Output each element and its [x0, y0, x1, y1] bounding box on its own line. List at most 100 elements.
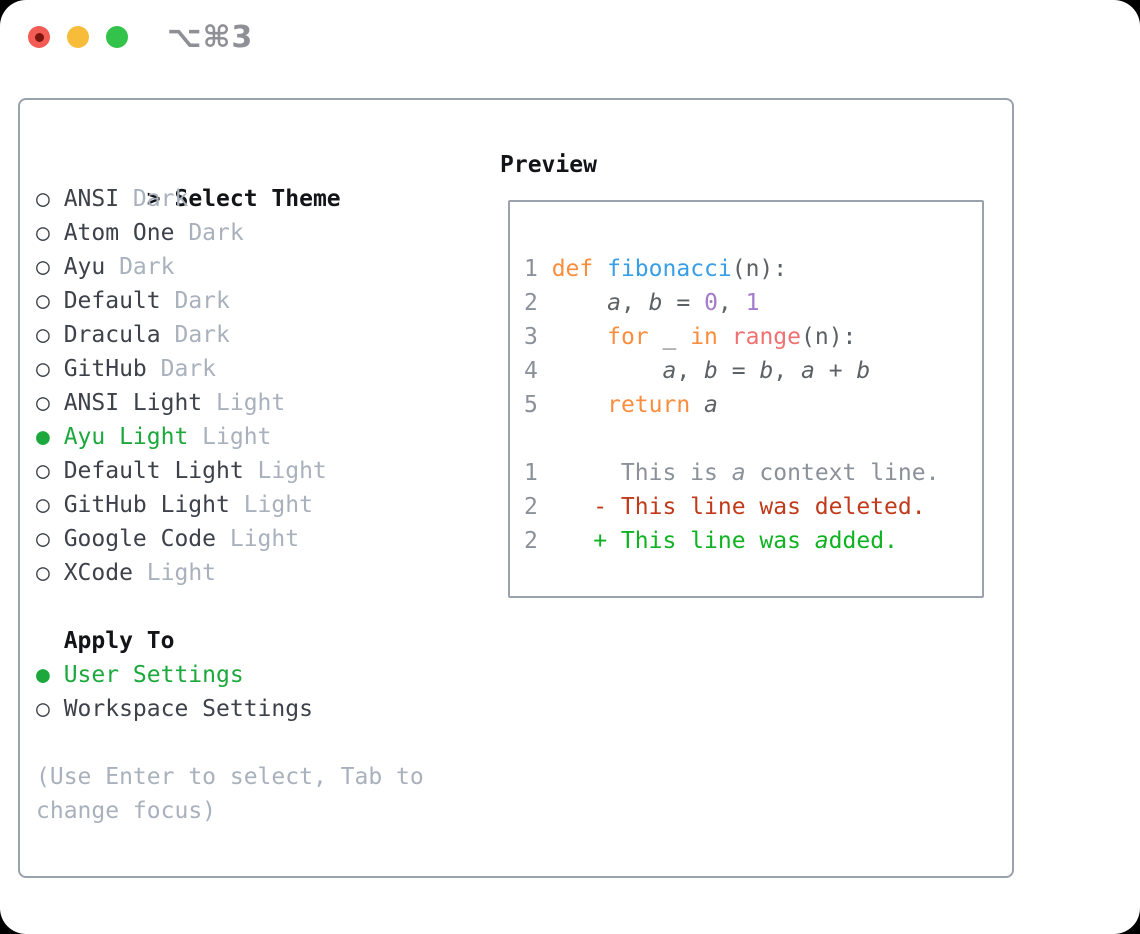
code-token	[690, 392, 704, 418]
theme-variant: Light	[243, 492, 313, 518]
radio-unselected-icon: ○	[36, 390, 50, 416]
theme-name: Google Code	[63, 526, 217, 552]
theme-variant: Dark	[132, 186, 189, 212]
line-number: 3	[524, 324, 538, 350]
code-token: a	[607, 290, 621, 316]
theme-name: ANSI	[63, 186, 120, 212]
code-token: in	[690, 324, 718, 350]
code-token: b	[856, 358, 871, 384]
code-token: - This line was deleted.	[593, 494, 926, 520]
code-token: a	[662, 358, 677, 384]
line-number: 2	[524, 290, 538, 316]
theme-variant: Light	[216, 390, 286, 416]
cursor-prefix: >	[146, 186, 161, 212]
theme-name: ANSI Light	[63, 390, 203, 416]
select-theme-heading-label: Select Theme	[174, 186, 341, 212]
theme-name: Ayu	[63, 254, 106, 280]
theme-name: Ayu Light	[63, 424, 189, 450]
theme-variant: Light	[229, 526, 300, 552]
radio-unselected-icon: ○	[36, 492, 50, 518]
code-token: +	[814, 358, 857, 384]
radio-unselected-icon: ○	[36, 288, 50, 314]
apply-option-user-settings[interactable]: ●User Settings	[36, 658, 496, 692]
code-token	[593, 256, 607, 282]
theme-name: Atom One	[63, 220, 175, 246]
line-number: 4	[524, 358, 538, 384]
theme-variant: Light	[146, 560, 217, 586]
radio-unselected-icon: ○	[36, 696, 50, 722]
code-token	[538, 494, 593, 520]
theme-variant: Dark	[160, 356, 217, 382]
gap	[36, 726, 496, 760]
theme-variant: Dark	[119, 254, 175, 280]
code-block-line: 4 a, b = b, a + b	[524, 354, 982, 388]
traffic-light-zoom-button[interactable]	[106, 26, 128, 48]
code-token: a	[801, 358, 815, 384]
select-theme-heading: > Select Theme	[36, 148, 496, 212]
window-title-shortcut: ⌥⌘3	[167, 20, 254, 55]
code-token: a	[731, 460, 746, 486]
gap	[36, 590, 496, 624]
code-block-line: 1 def fibonacci(n):	[524, 252, 982, 286]
radio-unselected-icon: ○	[36, 560, 50, 586]
theme-option-ansi-light[interactable]: ○ ANSI Light Light	[36, 386, 496, 420]
titlebar: ⌥⌘3	[0, 0, 1140, 98]
line-number: 1	[524, 460, 538, 486]
radio-selected-icon: ●	[36, 424, 50, 450]
code-token: b	[648, 290, 663, 316]
theme-option-ayu[interactable]: ○ Ayu Dark	[36, 250, 496, 284]
theme-name: Default Light	[63, 458, 244, 484]
radio-unselected-icon: ○	[36, 322, 50, 348]
code-token: =	[717, 358, 760, 384]
apply-option-workspace-settings[interactable]: ○ Workspace Settings	[36, 692, 496, 726]
theme-variant: Light	[257, 458, 327, 484]
code-token: _	[648, 324, 691, 350]
code-token	[538, 290, 607, 316]
radio-unselected-icon: ○	[36, 526, 50, 552]
radio-unselected-icon: ○	[36, 254, 50, 280]
radio-unselected-icon: ○	[36, 356, 50, 382]
code-token: return	[607, 392, 691, 418]
code-token	[538, 528, 593, 554]
code-token: for	[607, 324, 649, 350]
diff-block-line: 2 - This line was deleted.	[524, 490, 982, 524]
line-number: 5	[524, 392, 538, 418]
code-token: (n):	[801, 324, 857, 350]
code-block-line: 5 return a	[524, 388, 982, 422]
theme-name: Dracula	[63, 322, 161, 348]
code-block-line: 3 for _ in range(n):	[524, 320, 982, 354]
diff-block-line: 2 + This line was added.	[524, 524, 982, 558]
theme-variant: Dark	[174, 322, 230, 348]
apply-to-list: ●User Settings ○ Workspace Settings	[36, 658, 496, 726]
theme-variant: Dark	[174, 288, 230, 314]
code-token: ,	[676, 358, 705, 384]
traffic-light-minimize-button[interactable]	[67, 26, 89, 48]
code-token: range	[731, 324, 801, 350]
line-number: 2	[524, 494, 538, 520]
traffic-light-close-button[interactable]	[28, 26, 50, 48]
code-token: fibonacci	[607, 256, 732, 282]
theme-option-github[interactable]: ○ GitHub Dark	[36, 352, 496, 386]
code-token: 1	[745, 290, 760, 316]
code-token: dded.	[828, 528, 898, 554]
code-token: def	[551, 256, 594, 282]
theme-name: GitHub	[63, 356, 147, 382]
theme-option-google-code[interactable]: ○ Google Code Light	[36, 522, 496, 556]
apply-option-label: Workspace Settings	[63, 696, 313, 722]
code-token	[718, 324, 732, 350]
radio-unselected-icon: ○	[36, 220, 50, 246]
preview-heading: Preview	[500, 152, 597, 178]
line-number: 1	[524, 256, 538, 282]
theme-option-dracula[interactable]: ○ Dracula Dark	[36, 318, 496, 352]
code-token: b	[704, 358, 718, 384]
